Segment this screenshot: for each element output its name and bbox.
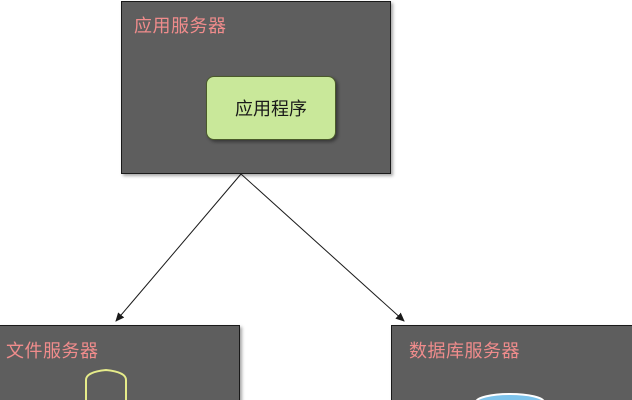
db-server-label: 数据库服务器 [409, 341, 520, 362]
file-server-label: 文件服务器 [6, 341, 99, 362]
app-server-label: 应用服务器 [134, 16, 227, 37]
app-program-label: 应用程序 [235, 99, 307, 120]
arrow-to-file-server [115, 173, 242, 322]
app-program-node: 应用程序 [206, 76, 336, 140]
arrow-to-db-server [240, 173, 405, 322]
file-server-node: 文件服务器 [0, 325, 240, 400]
app-server-node: 应用服务器 [121, 1, 391, 174]
db-server-node: 数据库服务器 [391, 325, 632, 400]
